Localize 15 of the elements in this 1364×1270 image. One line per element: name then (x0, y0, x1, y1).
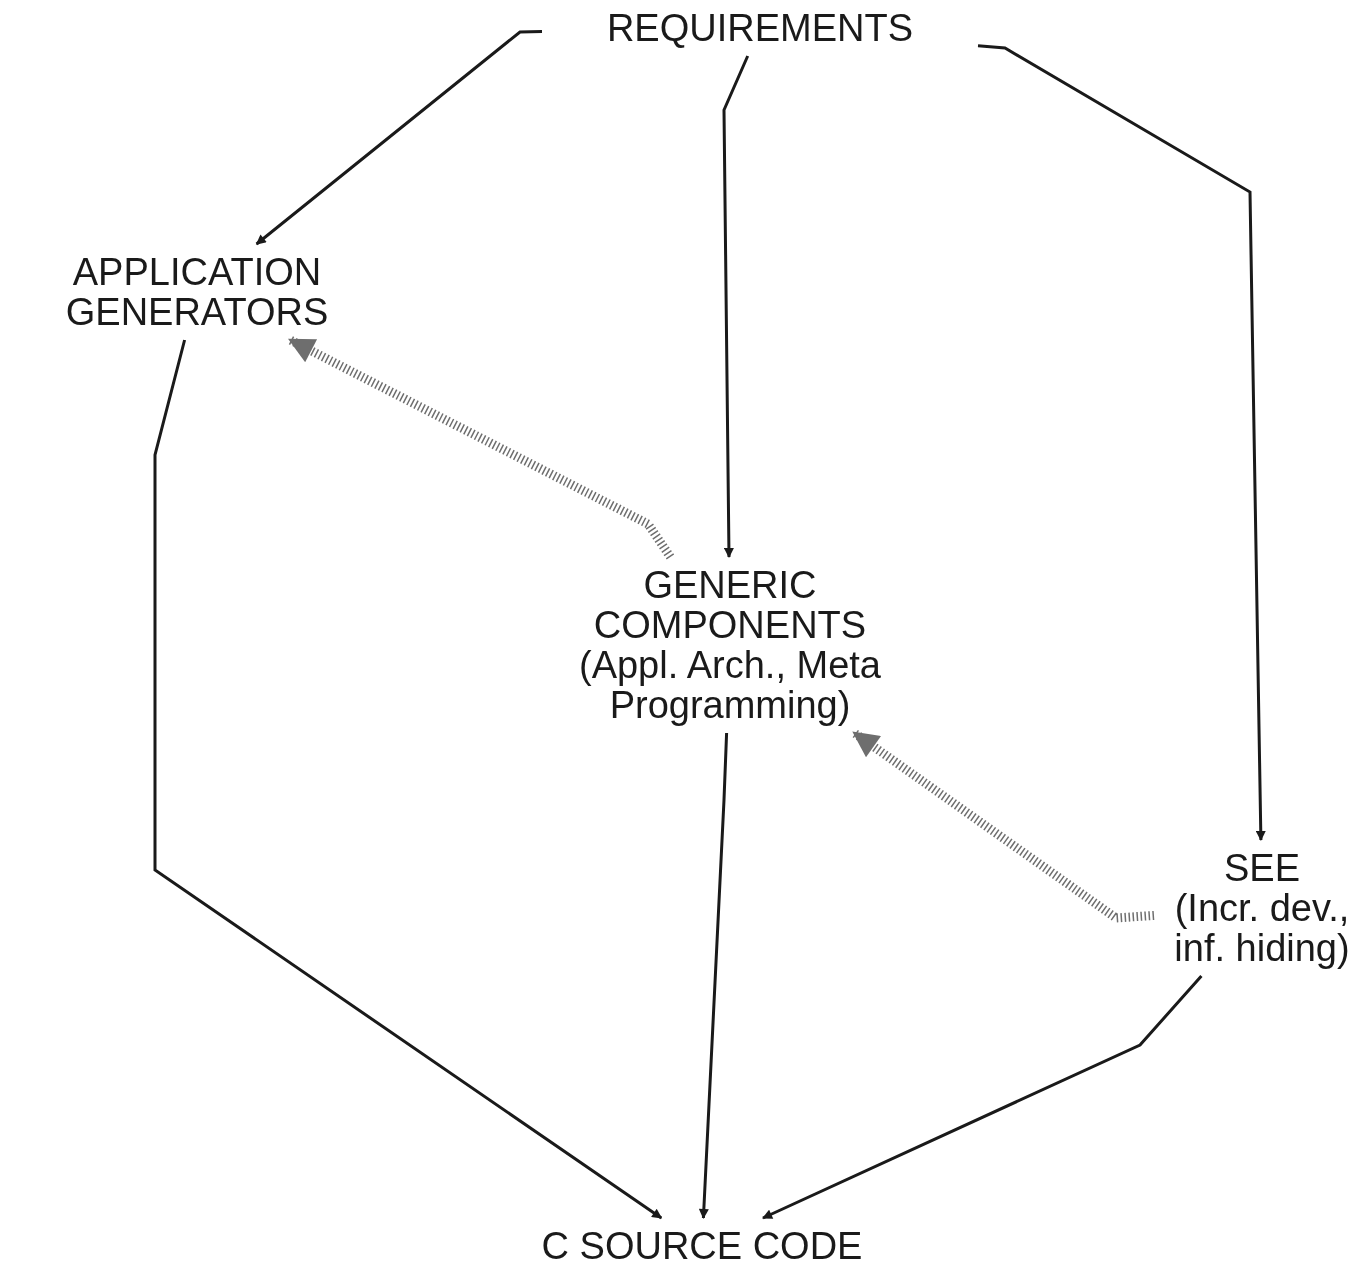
arrow (255, 30, 543, 246)
node-label: REQUIREMENTS (606, 8, 914, 48)
hatched-arrow (851, 729, 1155, 923)
node-label: GENERIC COMPONENTS (592, 565, 868, 645)
node-label: SEE (1223, 848, 1300, 888)
arrow (977, 44, 1266, 841)
arrow (762, 975, 1203, 1220)
node-label: C SOURCE CODE (541, 1226, 863, 1266)
node-label: APPLICATION GENERATORS (64, 252, 330, 332)
arrow (153, 339, 663, 1220)
hatched-arrow (288, 336, 675, 560)
node-note: (Appl. Arch., Meta Programming) (578, 645, 882, 725)
node-note: (Incr. dev., inf. hiding) (1173, 888, 1351, 968)
arrow (722, 55, 750, 558)
arrow (698, 732, 729, 1219)
